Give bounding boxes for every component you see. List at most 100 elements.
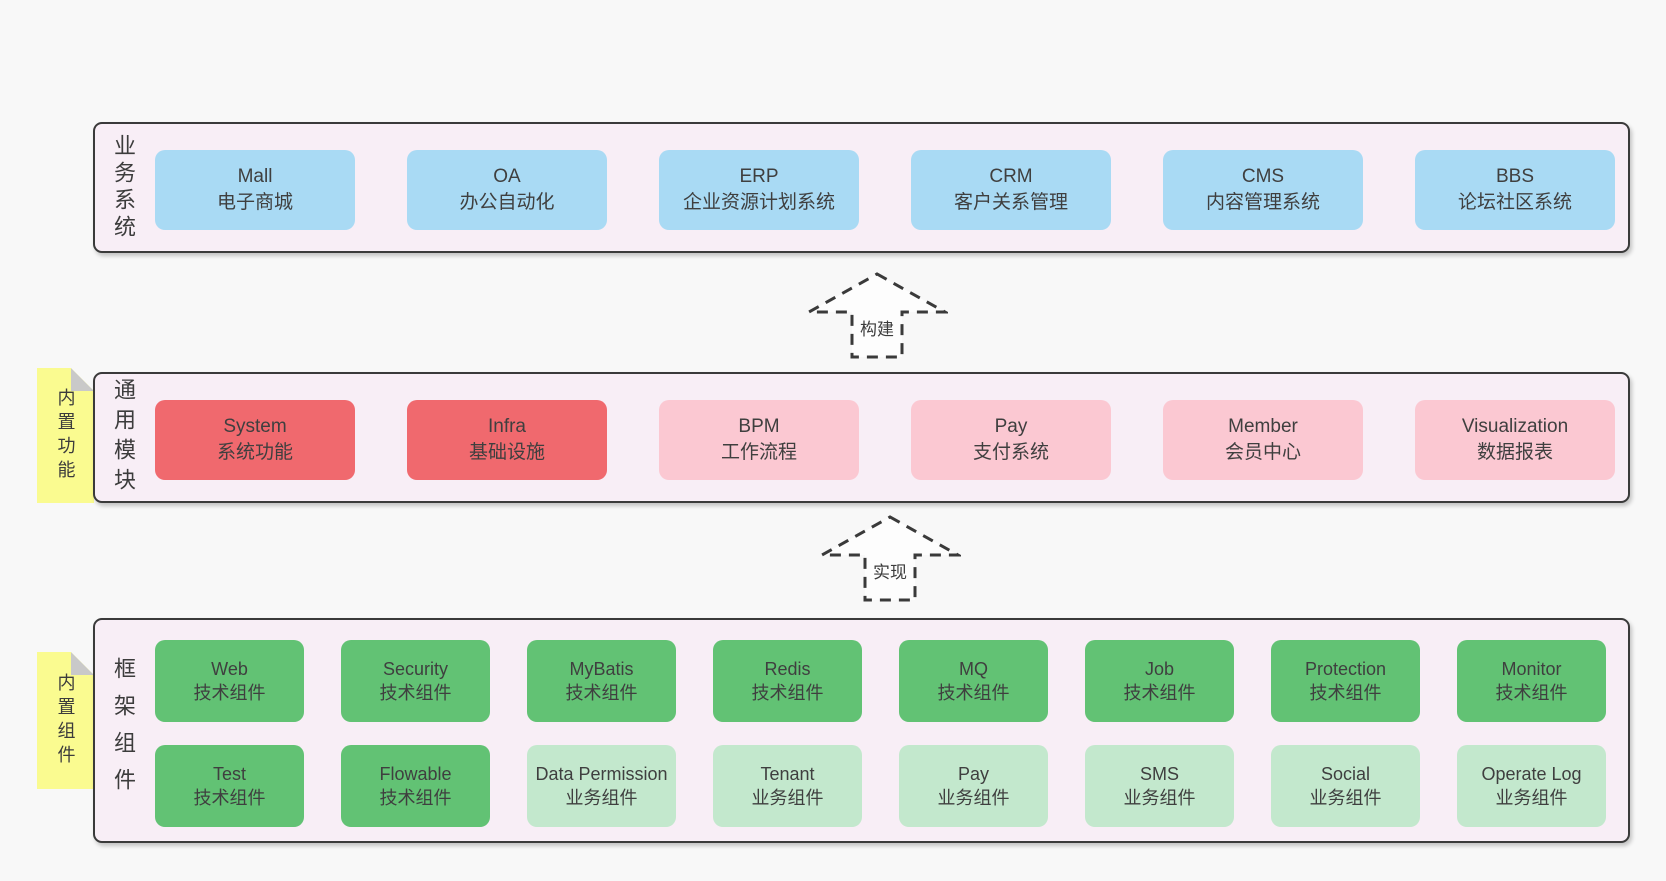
node-title: MQ xyxy=(959,659,988,679)
node-title: Visualization xyxy=(1461,416,1569,437)
node-subtitle: 工作流程 xyxy=(720,442,797,463)
node-title: System xyxy=(223,416,287,437)
node-title: Monitor xyxy=(1501,659,1562,679)
node-subtitle: 技术组件 xyxy=(193,683,266,703)
node-subtitle: 业务组件 xyxy=(751,788,824,808)
node-mybatis: MyBatis 技术组件 xyxy=(527,640,676,722)
arrow-implement: 实现 xyxy=(819,514,961,603)
section-common-modules: 通用模块 System 系统功能 Infra 基础设施 BPM 工作流程 Pay… xyxy=(93,372,1630,503)
node-system: System 系统功能 xyxy=(155,400,355,480)
node-title: ERP xyxy=(739,166,779,187)
node-erp: ERP 企业资源计划系统 xyxy=(659,150,859,230)
node-subtitle: 支付系统 xyxy=(972,442,1049,463)
node-title: SMS xyxy=(1139,764,1179,784)
node-bbs: BBS 论坛社区系统 xyxy=(1415,150,1615,230)
node-subtitle: 技术组件 xyxy=(565,683,638,703)
node-title: Protection xyxy=(1304,659,1387,679)
section-title: 业务系统 xyxy=(111,133,136,242)
sticky-note-text: 内置功能 xyxy=(55,387,76,484)
node-mall: Mall 电子商城 xyxy=(155,150,355,230)
node-title: Pay xyxy=(957,764,990,784)
node-title: Job xyxy=(1144,659,1175,679)
node-subtitle: 业务组件 xyxy=(937,788,1010,808)
node-subtitle: 业务组件 xyxy=(1309,788,1382,808)
node-subtitle: 技术组件 xyxy=(937,683,1010,703)
node-title: BBS xyxy=(1495,166,1535,187)
node-title: CMS xyxy=(1241,166,1285,187)
node-job: Job 技术组件 xyxy=(1085,640,1234,722)
node-subtitle: 系统功能 xyxy=(216,442,293,463)
node-infra: Infra 基础设施 xyxy=(407,400,607,480)
sticky-note-builtin-components: 内置组件 xyxy=(37,652,94,789)
node-visualization: Visualization 数据报表 xyxy=(1415,400,1615,480)
node-data-permission: Data Permission 业务组件 xyxy=(527,745,676,827)
node-subtitle: 技术组件 xyxy=(379,788,452,808)
node-subtitle: 电子商城 xyxy=(216,192,293,213)
node-bpm: BPM 工作流程 xyxy=(659,400,859,480)
sticky-note-builtin-features: 内置功能 xyxy=(37,368,94,503)
node-title: CRM xyxy=(989,166,1033,187)
node-title: Flowable xyxy=(379,764,452,784)
section-title: 通用模块 xyxy=(111,377,136,498)
arrow-label: 实现 xyxy=(873,563,907,582)
section-title: 框架组件 xyxy=(111,656,136,805)
node-security: Security 技术组件 xyxy=(341,640,490,722)
node-protection: Protection 技术组件 xyxy=(1271,640,1420,722)
node-subtitle: 技术组件 xyxy=(1495,683,1568,703)
node-test: Test 技术组件 xyxy=(155,745,304,827)
node-subtitle: 会员中心 xyxy=(1224,442,1301,463)
node-flowable: Flowable 技术组件 xyxy=(341,745,490,827)
node-subtitle: 业务组件 xyxy=(1123,788,1196,808)
node-subtitle: 基础设施 xyxy=(468,442,545,463)
node-operate-log: Operate Log 业务组件 xyxy=(1457,745,1606,827)
node-title: Social xyxy=(1320,764,1371,784)
node-pay-component: Pay 业务组件 xyxy=(899,745,1048,827)
node-tenant: Tenant 业务组件 xyxy=(713,745,862,827)
node-member: Member 会员中心 xyxy=(1163,400,1363,480)
node-subtitle: 客户关系管理 xyxy=(953,192,1068,213)
node-monitor: Monitor 技术组件 xyxy=(1457,640,1606,722)
node-subtitle: 技术组件 xyxy=(751,683,824,703)
node-title: Pay xyxy=(994,416,1028,437)
node-subtitle: 办公自动化 xyxy=(459,192,555,213)
node-oa: OA 办公自动化 xyxy=(407,150,607,230)
node-subtitle: 论坛社区系统 xyxy=(1457,192,1572,213)
node-subtitle: 业务组件 xyxy=(565,788,638,808)
node-title: Tenant xyxy=(760,764,815,784)
node-title: Mall xyxy=(237,166,273,187)
node-pay-module: Pay 支付系统 xyxy=(911,400,1111,480)
node-subtitle: 数据报表 xyxy=(1476,442,1553,463)
node-cms: CMS 内容管理系统 xyxy=(1163,150,1363,230)
node-title: Security xyxy=(382,659,449,679)
node-title: Operate Log xyxy=(1481,764,1582,784)
node-mq: MQ 技术组件 xyxy=(899,640,1048,722)
up-arrow-icon xyxy=(819,515,961,602)
node-crm: CRM 客户关系管理 xyxy=(911,150,1111,230)
node-title: Data Permission xyxy=(535,764,668,784)
section-framework-components: 框架组件 Web 技术组件 Security 技术组件 MyBatis 技术组件… xyxy=(93,618,1630,843)
node-title: BPM xyxy=(738,416,780,437)
node-redis: Redis 技术组件 xyxy=(713,640,862,722)
node-subtitle: 技术组件 xyxy=(379,683,452,703)
node-title: MyBatis xyxy=(569,659,634,679)
node-subtitle: 技术组件 xyxy=(1309,683,1382,703)
node-subtitle: 业务组件 xyxy=(1495,788,1568,808)
section-business-systems: 业务系统 Mall 电子商城 OA 办公自动化 ERP 企业资源计划系统 CRM… xyxy=(93,122,1630,253)
node-subtitle: 技术组件 xyxy=(193,788,266,808)
arrow-label: 构建 xyxy=(860,320,894,339)
node-title: Redis xyxy=(764,659,811,679)
node-subtitle: 内容管理系统 xyxy=(1205,192,1320,213)
node-sms: SMS 业务组件 xyxy=(1085,745,1234,827)
node-web: Web 技术组件 xyxy=(155,640,304,722)
sticky-note-text: 内置组件 xyxy=(55,672,76,769)
node-subtitle: 技术组件 xyxy=(1123,683,1196,703)
arrow-build: 构建 xyxy=(806,271,948,360)
node-title: Infra xyxy=(487,416,527,437)
node-title: OA xyxy=(493,166,521,187)
node-social: Social 业务组件 xyxy=(1271,745,1420,827)
node-title: Member xyxy=(1228,416,1298,437)
node-subtitle: 企业资源计划系统 xyxy=(682,192,835,213)
up-arrow-icon xyxy=(806,272,948,359)
node-title: Test xyxy=(212,764,246,784)
